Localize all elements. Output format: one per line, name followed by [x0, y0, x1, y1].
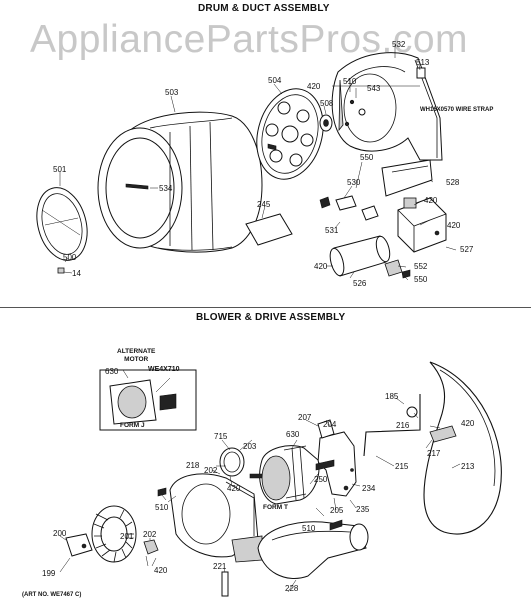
label-531: 531 — [325, 226, 339, 235]
switch-part-207 — [317, 419, 335, 439]
label-420d: 420 — [314, 262, 328, 271]
label-207: 207 — [298, 413, 312, 422]
label-550b: 550 — [414, 275, 428, 284]
washer-part-202 — [143, 539, 159, 555]
bracket-part-200 — [65, 533, 93, 557]
strip-part-221 — [221, 571, 229, 597]
label-527: 527 — [460, 245, 474, 254]
blower-wheel-part-201 — [91, 505, 137, 563]
label-550: 550 — [360, 153, 374, 162]
panel-part-213 — [423, 361, 502, 535]
label-501: 501 — [53, 165, 67, 174]
motor-part-630 — [249, 445, 335, 505]
seal-ring-part-501 — [36, 187, 88, 274]
label-204: 204 — [323, 420, 337, 429]
pad-part-245 — [245, 213, 293, 246]
bracket-part-527 — [397, 197, 447, 253]
label-420f: 420 — [227, 484, 241, 493]
label-221: 221 — [213, 562, 227, 571]
cylinder-part-526 — [329, 235, 391, 277]
label-532: 532 — [392, 40, 406, 49]
form-t-annotation: FORM T — [263, 504, 288, 511]
label-630: 630 — [105, 367, 119, 376]
label-510: 510 — [155, 503, 169, 512]
drum-duct-title: DRUM & DUCT ASSEMBLY — [198, 3, 330, 14]
label-504: 504 — [268, 76, 282, 85]
label-245: 245 — [257, 200, 271, 209]
part-531 — [361, 205, 379, 221]
section-divider — [0, 307, 531, 308]
blower-drive-title: BLOWER & DRIVE ASSEMBLY — [196, 312, 346, 323]
blower-housing-part-218 — [169, 473, 263, 563]
exhaust-duct-part-228 — [257, 521, 369, 579]
wire-strap-annotation: WH16X0570 WIRE STRAP — [420, 107, 494, 113]
art-number: (ART NO. WE7467 C) — [22, 592, 82, 598]
label-200: 200 — [53, 529, 67, 538]
label-250: 250 — [314, 475, 328, 484]
clip-part-513 — [416, 67, 426, 79]
label-213: 213 — [461, 462, 475, 471]
part-530 — [335, 195, 357, 211]
alt-motor-part-number: WE4X710 — [148, 366, 180, 373]
label-530: 530 — [347, 178, 361, 187]
label-528: 528 — [446, 178, 460, 187]
label-201: 201 — [120, 532, 134, 541]
label-510b: 510 — [302, 524, 316, 533]
label-500: 500 — [63, 253, 77, 262]
label-543: 543 — [367, 84, 381, 93]
form-j-annotation: FORM J — [120, 422, 145, 429]
label-552: 552 — [414, 262, 428, 271]
label-715: 715 — [214, 432, 228, 441]
label-420e: 420 — [461, 419, 475, 428]
label-420: 420 — [307, 82, 321, 91]
label-218: 218 — [186, 461, 200, 470]
label-503: 503 — [165, 88, 179, 97]
label-526: 526 — [353, 279, 367, 288]
label-228: 228 — [285, 584, 299, 593]
label-234: 234 — [362, 484, 376, 493]
label-199: 199 — [42, 569, 56, 578]
label-420c: 420 — [447, 221, 461, 230]
label-510: 510 — [343, 77, 357, 86]
label-202b: 202 — [143, 530, 157, 539]
label-508: 508 — [320, 99, 334, 108]
label-235: 235 — [356, 505, 370, 514]
label-202: 202 — [204, 466, 218, 475]
bulkhead-part-532 — [331, 52, 443, 161]
drum-part-503 — [97, 111, 263, 253]
alternate-motor-annotation: ALTERNATE MOTOR — [117, 348, 156, 363]
label-630b: 630 — [286, 430, 300, 439]
label-14: 14 — [72, 269, 81, 278]
connector-part-552 — [384, 259, 403, 277]
label-185: 185 — [385, 392, 399, 401]
label-513: 513 — [416, 58, 430, 67]
label-215: 215 — [395, 462, 409, 471]
label-217: 217 — [427, 449, 441, 458]
label-420b: 420 — [424, 196, 438, 205]
alternate-motor-inset — [99, 369, 197, 431]
duct-part-528 — [381, 159, 433, 197]
label-534: 534 — [159, 184, 173, 193]
label-203: 203 — [243, 442, 257, 451]
bracket-part-217 — [429, 425, 457, 443]
drum-head-part-504 — [256, 88, 324, 180]
idler-arm-part-215 — [363, 394, 421, 457]
label-216: 216 — [396, 421, 410, 430]
label-205: 205 — [330, 506, 344, 515]
label-420g: 420 — [154, 566, 168, 575]
